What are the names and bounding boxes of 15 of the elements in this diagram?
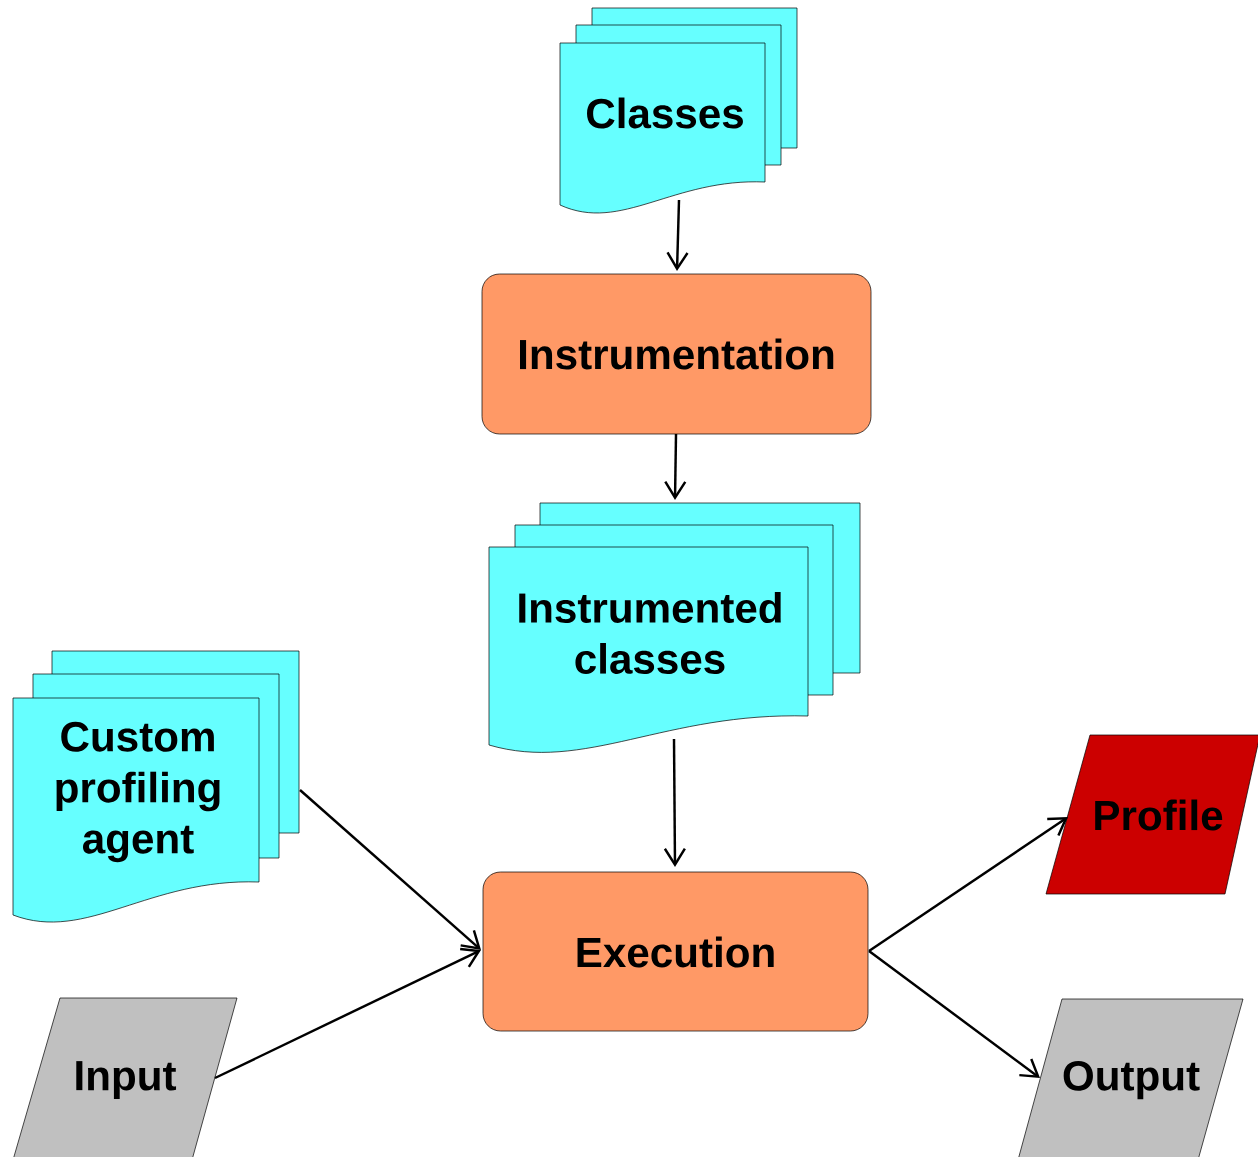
arrow (299, 789, 481, 950)
document-stack: Instrumented classes (488, 502, 861, 753)
arrow (664, 434, 687, 500)
process-box: Execution (482, 871, 869, 1032)
arrow (663, 739, 686, 867)
arrow (214, 947, 481, 1080)
document-stack: Custom profiling agent (12, 650, 300, 923)
document-stack: Classes (559, 7, 798, 214)
arrow (868, 817, 1068, 953)
data-parallelogram: Profile (1045, 734, 1258, 895)
data-parallelogram: Input (12, 997, 238, 1157)
arrow (666, 199, 689, 271)
process-box: Instrumentation (481, 273, 872, 435)
data-parallelogram: Output (1017, 998, 1244, 1157)
arrow (868, 950, 1040, 1078)
